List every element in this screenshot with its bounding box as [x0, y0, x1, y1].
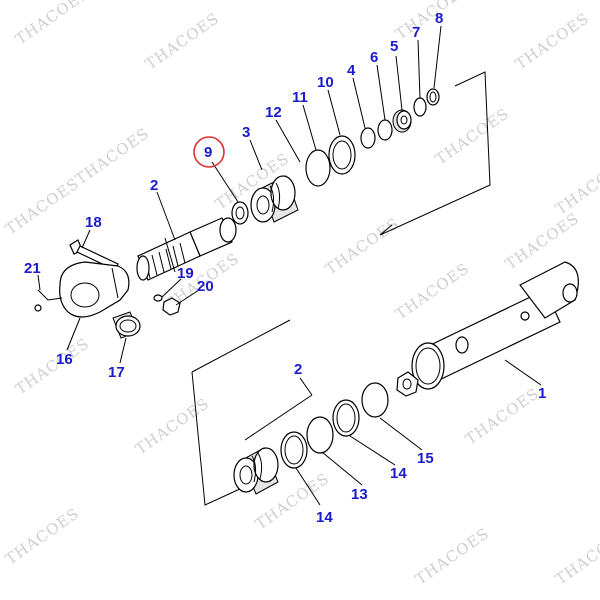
- part-16-clamp: [59, 261, 130, 318]
- label-part-7: 7: [412, 24, 420, 41]
- part-20-nut: [162, 297, 181, 316]
- part-4-ring: [360, 127, 376, 149]
- watermark-text: THACOES: [12, 0, 93, 48]
- watermark-text: THACOES: [2, 504, 83, 568]
- part-18-bolt: [69, 239, 119, 271]
- label-part-15: 15: [417, 450, 434, 467]
- part-5-nut: [392, 109, 412, 133]
- watermark-text: THACOES: [412, 524, 493, 588]
- label-part-5: 5: [390, 38, 398, 55]
- part-21-fitting: [34, 289, 63, 312]
- leader-lines: [37, 25, 542, 506]
- watermark-text: THACOES: [502, 209, 583, 273]
- watermark-text: THACOES: [462, 384, 543, 448]
- label-part-17: 17: [108, 364, 125, 381]
- watermark-text: THACOES: [72, 124, 153, 188]
- watermark-text: THACOES: [432, 104, 513, 168]
- label-part-8: 8: [435, 10, 443, 27]
- part-2-rod-upper: [136, 217, 237, 281]
- part-labels: 1 2 2 3 4 5 6 7 8 9 10 11 12 13 14 14 15…: [24, 10, 546, 526]
- part-2-piston-lower: [233, 447, 279, 495]
- label-part-16: 16: [56, 351, 73, 368]
- part-8-ring: [426, 88, 440, 106]
- watermark-text: THACOES: [2, 174, 83, 238]
- part-9-ring: [231, 201, 249, 225]
- part-17-bushing: [112, 311, 141, 339]
- label-part-3: 3: [242, 124, 250, 141]
- label-part-10: 10: [317, 74, 334, 91]
- label-part-4: 4: [347, 62, 356, 79]
- highlight-circle: [193, 136, 225, 168]
- watermark-text: THACOES: [322, 214, 403, 278]
- label-part-14-bottom: 14: [316, 509, 333, 526]
- part-1-port: [455, 336, 469, 354]
- part-7-ring: [413, 97, 427, 117]
- label-part-14-right: 14: [390, 465, 407, 482]
- part-19-washer: [153, 294, 163, 302]
- label-part-11: 11: [292, 89, 308, 106]
- watermark-text: THACOES: [552, 154, 600, 218]
- part-11-ring: [305, 149, 331, 187]
- label-part-6: 6: [370, 49, 378, 66]
- frame-lines: [191, 71, 491, 506]
- watermark-text: THACOES: [512, 9, 593, 73]
- watermark-text: THACOES: [392, 259, 473, 323]
- part-1-cylinder-tube: [411, 261, 579, 390]
- label-part-2-lower: 2: [294, 361, 302, 378]
- label-part-9: 9: [204, 144, 212, 161]
- label-part-13: 13: [351, 486, 368, 503]
- label-part-21: 21: [24, 260, 41, 277]
- upper-assembly: [34, 88, 440, 339]
- label-part-12: 12: [265, 104, 282, 121]
- label-part-18: 18: [85, 214, 102, 231]
- watermark-text: THACOES: [552, 524, 600, 588]
- watermark-text: THACOES: [392, 0, 473, 43]
- label-part-19: 19: [177, 265, 194, 282]
- part-3-piston: [250, 175, 299, 223]
- label-part-20: 20: [197, 278, 214, 295]
- part-15-nut: [396, 371, 419, 397]
- watermark-text: THACOES: [12, 334, 93, 398]
- label-part-1: 1: [538, 385, 546, 402]
- part-6-ring: [377, 119, 393, 141]
- watermark-text: THACOES: [142, 9, 223, 73]
- watermark-text: THACOES: [132, 394, 213, 458]
- lower-assembly: [233, 382, 389, 495]
- part-13-ring: [306, 416, 334, 454]
- label-part-2-upper: 2: [150, 177, 158, 194]
- part-15-ring: [361, 382, 389, 418]
